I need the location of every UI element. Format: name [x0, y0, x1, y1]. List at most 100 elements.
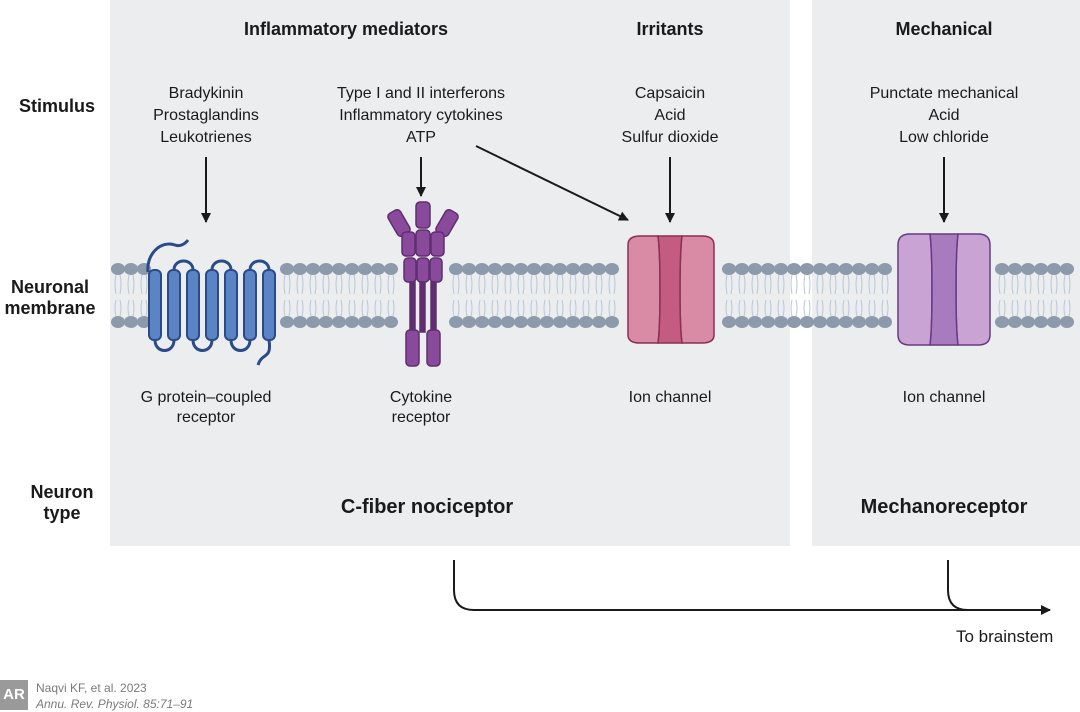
neuron-type-mechanoreceptor: Mechanoreceptor — [860, 496, 1028, 518]
lipid-bilayer — [111, 263, 1074, 328]
stimulus-item: Inflammatory cytokines — [339, 107, 503, 124]
lipid-head — [1060, 263, 1074, 275]
lipid-head — [449, 316, 463, 328]
lipid-head — [306, 263, 320, 275]
lipid-head — [111, 316, 125, 328]
lipid-head — [1008, 316, 1022, 328]
lipid-head — [501, 263, 515, 275]
lipid-head — [371, 316, 385, 328]
caption-line: receptor — [176, 409, 236, 426]
lipid-head — [111, 263, 125, 275]
lipid-head — [1034, 263, 1048, 275]
citation-journal: Annu. Rev. Physiol. 85:71–91 — [36, 697, 194, 711]
lipid-head — [280, 316, 294, 328]
lipid-head — [995, 263, 1009, 275]
lipid-head — [878, 316, 892, 328]
stimulus-item: ATP — [406, 129, 436, 146]
lipid-head — [488, 263, 502, 275]
row-label-membrane-line1: Neuronal — [10, 277, 89, 297]
lipid-head — [514, 316, 528, 328]
stimulus-item: Punctate mechanical — [869, 85, 1019, 102]
lipid-head — [501, 316, 515, 328]
row-label-membrane: Neuronal membrane — [2, 277, 98, 319]
lipid-head — [1021, 316, 1035, 328]
ion-channel-2-icon — [897, 233, 991, 346]
lipid-head — [748, 316, 762, 328]
lipid-head — [813, 316, 827, 328]
mechanoreceptor-output-line — [947, 560, 969, 611]
to-brainstem-label: To brainstem — [956, 627, 1054, 646]
lipid-head — [774, 316, 788, 328]
lipid-head — [540, 316, 554, 328]
stimulus-item: Bradykinin — [168, 85, 244, 102]
lipid-head — [527, 316, 541, 328]
lipid-head — [384, 263, 398, 275]
header-inflammatory-mediators: Inflammatory mediators — [243, 19, 449, 39]
lipid-head — [735, 263, 749, 275]
lipid-head — [787, 263, 801, 275]
lipid-head — [605, 316, 619, 328]
caption-ion-channel-2: Ion channel — [902, 389, 986, 406]
stimulus-item: Low chloride — [899, 129, 989, 146]
lipid-head — [358, 263, 372, 275]
lipid-head — [1008, 263, 1022, 275]
stimulus-irritant-list: Capsaicin Acid Sulfur dioxide — [622, 83, 719, 149]
lipid-head — [540, 263, 554, 275]
lipid-head — [722, 263, 736, 275]
lipid-head — [358, 316, 372, 328]
stimulus-item: Type I and II interferons — [336, 85, 506, 102]
lipid-head — [774, 263, 788, 275]
caption-line: Cytokine — [389, 389, 453, 406]
lipid-head — [800, 263, 814, 275]
stimulus-item: Prostaglandins — [153, 107, 259, 124]
gpcr-receptor-icon — [146, 239, 276, 366]
caption-line: receptor — [391, 409, 451, 426]
lipid-head — [722, 316, 736, 328]
stimulus-item: Acid — [928, 107, 960, 124]
lipid-head — [1021, 263, 1035, 275]
lipid-head — [1047, 316, 1061, 328]
caption-cytokine: Cytokine receptor — [390, 388, 452, 428]
lipid-head — [800, 316, 814, 328]
lipid-head — [839, 263, 853, 275]
lipid-head — [995, 316, 1009, 328]
cytokine-receptor-icon — [387, 201, 459, 367]
row-label-membrane-line2: membrane — [4, 298, 96, 318]
lipid-head — [735, 316, 749, 328]
lipid-head — [332, 263, 346, 275]
lipid-head — [592, 263, 606, 275]
lipid-head — [787, 316, 801, 328]
lipid-head — [826, 263, 840, 275]
row-label-stimulus: Stimulus — [19, 96, 96, 116]
lipid-head — [1047, 263, 1061, 275]
lipid-head — [345, 263, 359, 275]
row-label-neuron-line2: type — [43, 503, 81, 523]
lipid-head — [475, 316, 489, 328]
logo-text: AR — [3, 686, 25, 703]
stimulus-mechanical-list: Punctate mechanical Acid Low chloride — [870, 83, 1019, 149]
lipid-head — [319, 316, 333, 328]
lipid-head — [462, 263, 476, 275]
stimulus-item: Sulfur dioxide — [621, 129, 719, 146]
lipid-head — [865, 263, 879, 275]
lipid-head — [345, 316, 359, 328]
citation: Naqvi KF, et al. 2023 Annu. Rev. Physiol… — [36, 680, 193, 712]
lipid-head — [852, 263, 866, 275]
lipid-head — [553, 263, 567, 275]
lipid-head — [748, 263, 762, 275]
lipid-head — [605, 263, 619, 275]
lipid-head — [527, 263, 541, 275]
ion-channel-1-icon — [627, 235, 715, 344]
header-irritants: Irritants — [636, 19, 704, 39]
lipid-head — [566, 263, 580, 275]
lipid-head — [761, 316, 775, 328]
lipid-head — [553, 316, 567, 328]
lipid-head — [488, 316, 502, 328]
stimulus-item: Leukotrienes — [160, 129, 252, 146]
lipid-head — [566, 316, 580, 328]
lipid-head — [384, 316, 398, 328]
lipid-head — [124, 263, 138, 275]
lipid-head — [1034, 316, 1048, 328]
caption-line: G protein–coupled — [140, 389, 272, 406]
